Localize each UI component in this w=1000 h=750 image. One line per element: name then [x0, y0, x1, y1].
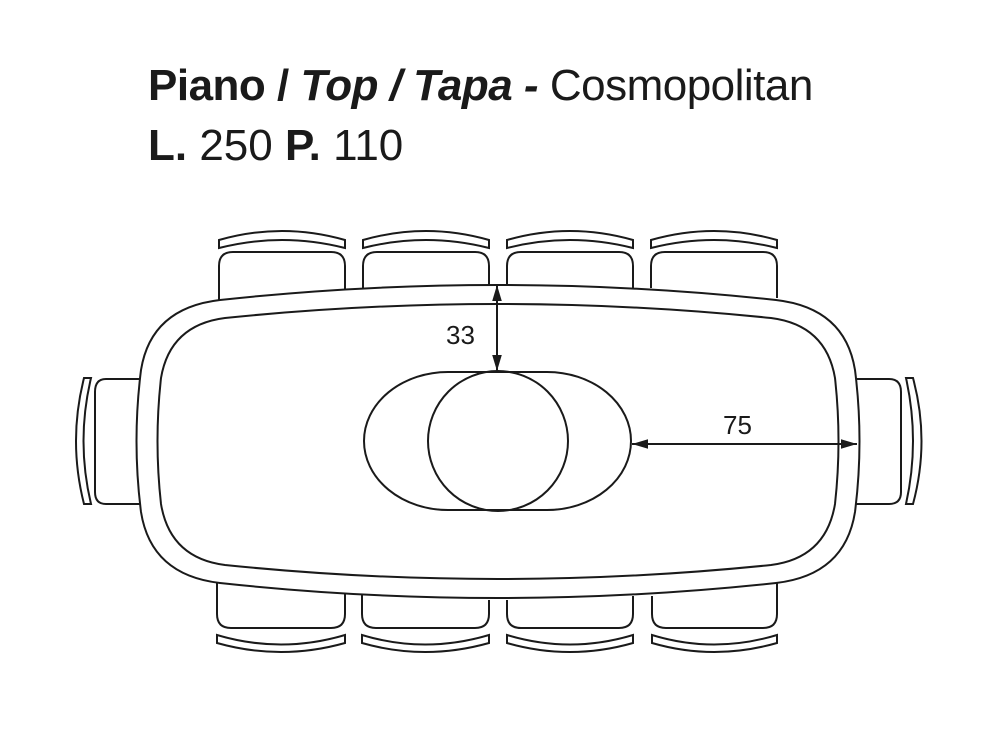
- chair-bottom-3: [506, 596, 634, 653]
- chair-top-3: [506, 230, 634, 288]
- depth-value: 110: [320, 121, 404, 170]
- length-label: L.: [148, 121, 188, 170]
- title-top-tapa: Top / Tapa -: [288, 61, 539, 110]
- chairs-bottom: [216, 582, 778, 653]
- chair-top-4: [650, 230, 778, 298]
- chair-right: [852, 377, 923, 505]
- title-piano: Piano /: [148, 61, 289, 110]
- chair-left: [75, 377, 142, 505]
- title-model-name: Cosmopolitan: [538, 61, 814, 110]
- page-title: Piano / Top / Tapa - Cosmopolitan: [148, 60, 813, 112]
- chair-top-2: [362, 230, 490, 292]
- chair-bottom-4: [651, 582, 778, 653]
- depth-label: P.: [284, 121, 321, 170]
- table-top-inner: [156, 303, 840, 580]
- dimension-75-label: 75: [723, 410, 752, 440]
- center-oval-extended: [363, 371, 632, 511]
- chair-bottom-2: [361, 595, 490, 653]
- dimensions-line: L. 250 P. 110: [148, 120, 403, 172]
- chair-bottom-1: [216, 582, 346, 653]
- length-value: 250: [187, 121, 285, 170]
- chairs-top: [218, 230, 778, 300]
- chair-top-1: [218, 230, 346, 300]
- table-top-outer: [135, 284, 861, 599]
- dimension-33-label: 33: [446, 320, 475, 350]
